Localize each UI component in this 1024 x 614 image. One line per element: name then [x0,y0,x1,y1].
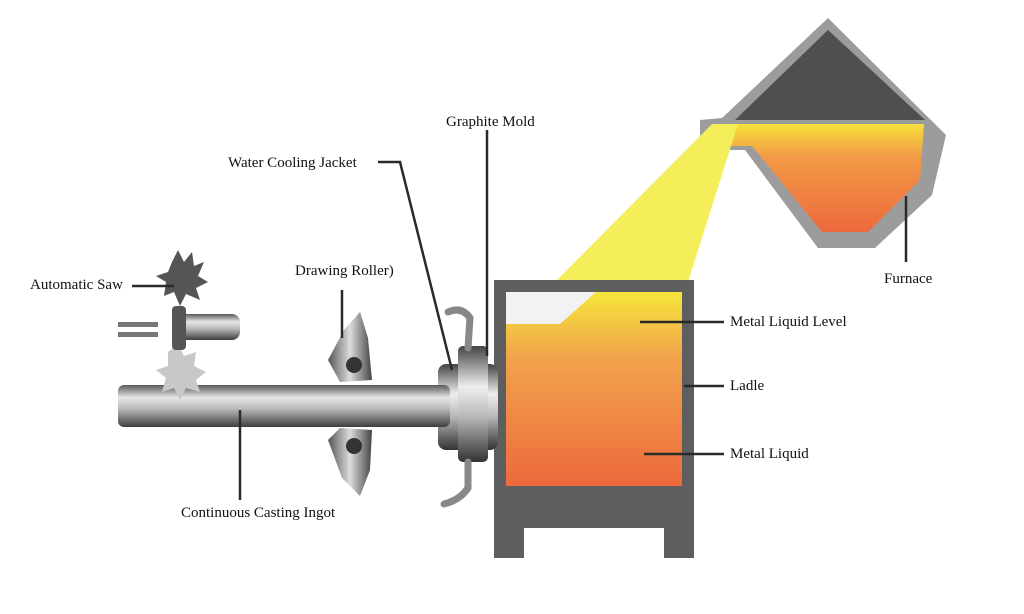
ladle-base [494,498,694,528]
saw-slot-upper [118,322,158,327]
roller-lower [328,428,372,496]
ladle [494,280,694,558]
furnace [700,18,946,248]
water-cooling-jacket [458,346,488,462]
label-metal-liquid: Metal Liquid [730,446,809,462]
furnace-cover [735,30,925,120]
cooling-pipe-top [444,306,474,352]
furnace-molten-metal [720,124,924,232]
roller-hub-top [346,357,362,373]
label-metal-liquid-level: Metal Liquid Level [730,314,847,330]
ladle-leg-left [494,528,524,558]
label-graphite-mold: Graphite Mold [446,114,535,130]
automatic-saw [118,250,240,400]
ingot-rod [118,385,450,427]
label-ladle: Ladle [730,378,765,394]
leader-water-cooling-jacket [378,160,454,371]
roller-hub-bottom [346,438,362,454]
ladle-leg-right [664,528,694,558]
saw-guard [172,306,186,350]
saw-shaft [174,314,240,340]
label-drawing-roller: Drawing Roller) [295,263,394,279]
ladle-molten-metal [506,292,682,486]
label-water-cooling-jacket: Water Cooling Jacket [228,155,357,171]
cooling-pipe-bottom [440,458,472,508]
label-automatic-saw: Automatic Saw [30,277,123,293]
label-continuous-casting-ingot: Continuous Casting Ingot [181,505,336,521]
saw-blade-top [156,250,208,306]
pour-stream [555,124,738,282]
label-furnace: Furnace [884,271,933,287]
leader-lines [132,130,908,500]
saw-blade-bottom [156,344,206,400]
drawing-roller [328,312,372,496]
saw-slot-lower [118,332,158,337]
graphite-mold-assembly [438,306,498,508]
